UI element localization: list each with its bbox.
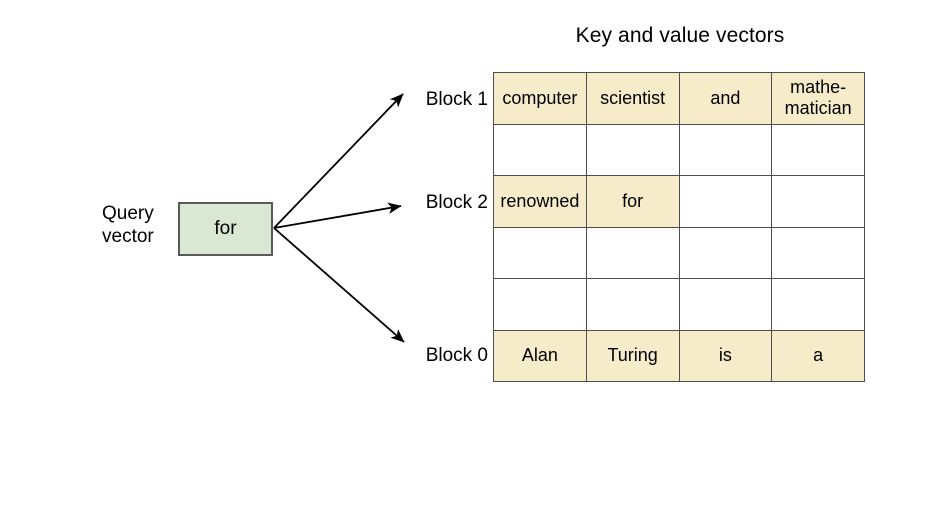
empty-cell[interactable] [585,278,680,331]
arrow-to-block-1 [273,93,404,229]
empty-cell[interactable] [678,226,773,279]
query-vector-token: for [214,218,237,239]
empty-cell[interactable] [493,278,587,331]
token-cell[interactable]: Turing [585,329,680,382]
token-cell[interactable]: scientist [585,72,680,125]
token-cell[interactable]: for [585,175,680,228]
arrow-to-block-0 [273,227,405,343]
table-row [493,278,865,331]
block-label-2: Block 2 [425,192,488,213]
token-cell[interactable]: Alan [493,329,587,382]
empty-cell[interactable] [678,175,773,228]
query-vector-label-line-1: Query [102,203,154,224]
token-cell[interactable]: a [771,329,865,382]
empty-cell[interactable] [493,123,587,176]
table-row [493,123,865,176]
empty-cell[interactable] [771,226,865,279]
block-label-0: Block 0 [425,345,488,366]
token-cell[interactable]: mathe-matician [771,72,865,125]
table-row [493,226,865,279]
empty-cell[interactable] [585,226,680,279]
token-cell[interactable]: renowned [493,175,587,228]
token-cell[interactable]: is [678,329,773,382]
empty-cell[interactable] [493,226,587,279]
arrow-to-block-2 [273,202,402,229]
query-vector-label: Query vector [102,202,172,248]
empty-cell[interactable] [771,123,865,176]
page-title: Key and value vectors [575,24,785,47]
empty-cell[interactable] [771,175,865,228]
query-vector-box[interactable]: for [178,202,273,256]
empty-cell[interactable] [678,123,773,176]
empty-cell[interactable] [678,278,773,331]
query-vector-label-line-2: vector [102,226,154,247]
token-cell[interactable]: and [678,72,773,125]
empty-cell[interactable] [585,123,680,176]
block-label-1: Block 1 [425,89,488,110]
empty-cell[interactable] [771,278,865,331]
token-cell[interactable]: computer [493,72,587,125]
